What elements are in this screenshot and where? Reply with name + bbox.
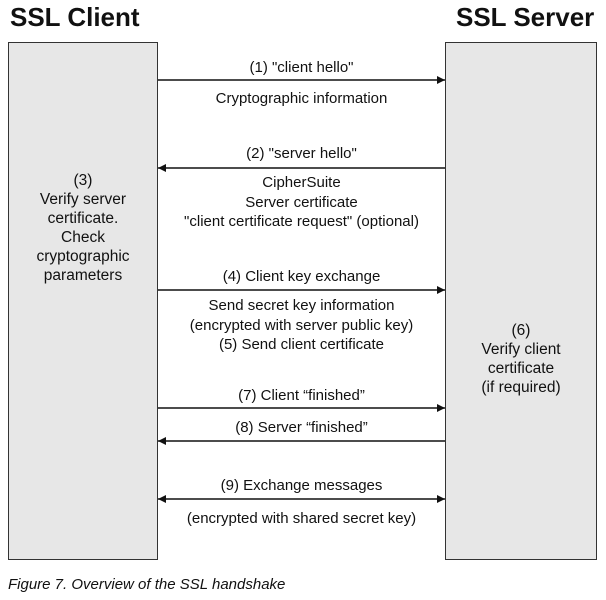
msg-8-label: (8) Server “finished” (235, 419, 368, 436)
server-panel-text: (6) Verify client certificate (if requir… (481, 322, 561, 396)
msg-2-label: (2) "server hello" (246, 145, 357, 162)
msg-2-detail: CipherSuite Server certificate "client c… (184, 174, 419, 230)
client-title: SSL Client (10, 2, 140, 32)
msg-9-label: (9) Exchange messages (220, 477, 383, 494)
client-panel-text: (3) Verify server certificate. Check cry… (36, 172, 130, 284)
server-panel: (6) Verify client certificate (if requir… (445, 42, 597, 560)
server-title: SSL Server (456, 2, 595, 32)
msg-7-label: (7) Client “finished” (238, 387, 365, 404)
msg-1-label: (1) "client hello" (249, 59, 354, 76)
msg-4-label: (4) Client key exchange (222, 268, 381, 285)
client-panel: (3) Verify server certificate. Check cry… (8, 42, 158, 560)
figure-caption: Figure 7. Overview of the SSL handshake (8, 576, 286, 593)
msg-4-detail: Send secret key information (encrypted w… (189, 297, 414, 353)
msg-9-detail: (encrypted with shared secret key) (186, 510, 417, 527)
msg-1-detail: Cryptographic information (215, 90, 388, 107)
